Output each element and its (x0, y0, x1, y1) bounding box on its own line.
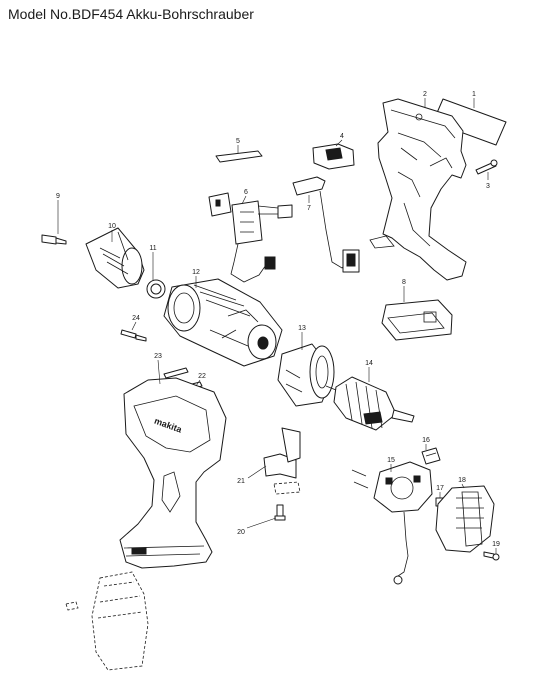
callout-15: 15 (387, 457, 395, 464)
part-screw-9 (41, 234, 67, 245)
part-plate-8 (381, 299, 453, 341)
callout-7: 7 (307, 205, 311, 212)
part-armature (325, 376, 415, 431)
callout-1: 1 (472, 91, 476, 98)
callout-4: 4 (340, 133, 344, 140)
callout-6: 6 (244, 189, 248, 196)
part-screw-19 (483, 551, 500, 561)
part-screw-3 (475, 159, 498, 175)
part-keyless-chuck (85, 227, 145, 289)
callout-16: 16 (422, 437, 430, 444)
part-screw-20 (274, 504, 286, 521)
diagram-title: Model No.BDF454 Akku-Bohrschrauber (8, 6, 254, 22)
callout-5: 5 (236, 138, 240, 145)
callout-9: 9 (56, 193, 60, 200)
part-switch-assembly (208, 192, 293, 283)
callout-2: 2 (423, 91, 427, 98)
part-bracket (263, 427, 301, 495)
callout-12: 12 (192, 269, 200, 276)
callout-10: 10 (108, 223, 116, 230)
callout-14: 14 (365, 360, 373, 367)
callout-21: 21 (237, 478, 245, 485)
battery-outline (65, 571, 149, 671)
callout-22: 22 (198, 373, 206, 380)
part-housing-set (369, 98, 467, 281)
callout-3: 3 (486, 183, 490, 190)
part-gear-assembly (163, 278, 283, 367)
part-fr-lever (292, 176, 360, 273)
callout-17: 17 (436, 485, 444, 492)
part-housing-left: makita (119, 377, 227, 569)
callout-11: 11 (149, 245, 156, 252)
leader-lines (57, 98, 497, 554)
part-screw-24 (120, 329, 147, 342)
callout-numbers: 1 2 3 4 5 6 7 8 9 10 11 12 13 14 15 16 1… (56, 91, 500, 548)
callout-20: 20 (237, 529, 245, 536)
part-ring (146, 279, 166, 299)
part-switch-block (312, 143, 355, 170)
callout-24: 24 (132, 315, 140, 322)
callout-18: 18 (458, 477, 466, 484)
callout-19: 19 (492, 541, 500, 548)
part-yoke-magnet (277, 343, 335, 407)
callout-8: 8 (402, 279, 406, 286)
part-brush-holder (351, 461, 433, 585)
callout-13: 13 (298, 325, 306, 332)
callout-23: 23 (154, 353, 162, 360)
part-carbon-brush (421, 447, 441, 465)
part-small-plate (215, 150, 263, 163)
part-motor-cover (435, 485, 495, 553)
